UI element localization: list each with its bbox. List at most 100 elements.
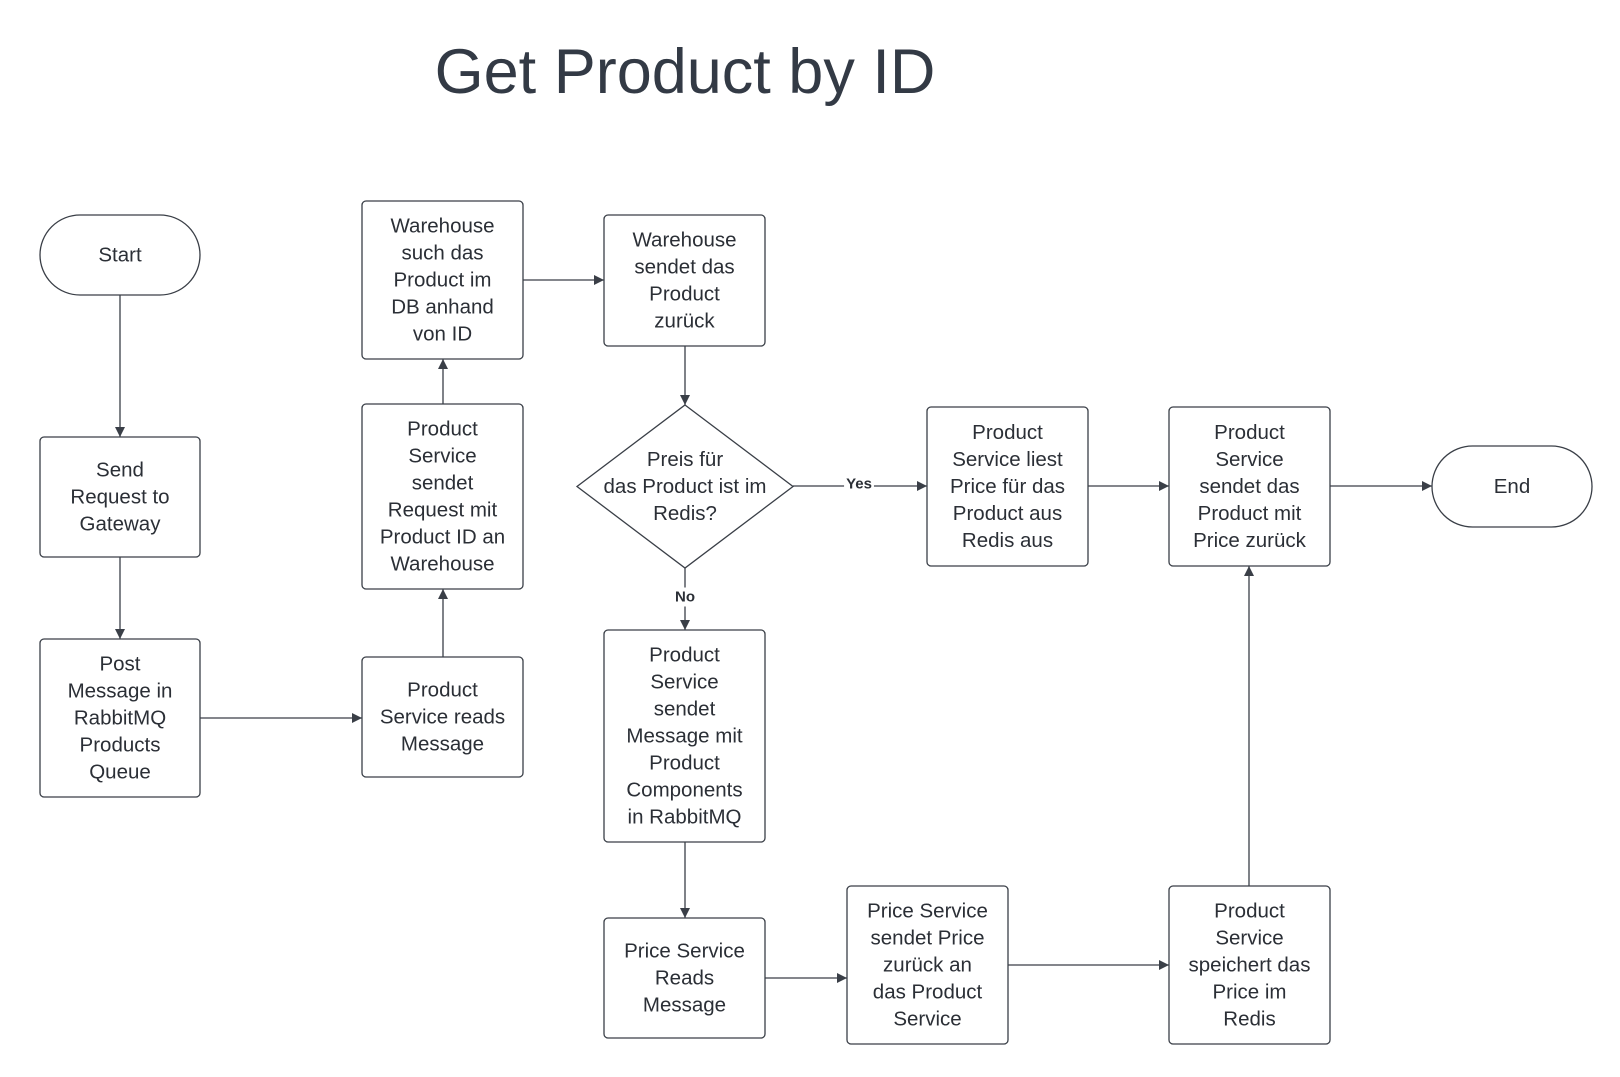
edge-label-background [673, 587, 697, 607]
diagram-title: Get Product by ID [435, 37, 936, 107]
node-end: End [1431, 445, 1593, 528]
node-label-line: Message [643, 994, 726, 1017]
node-label-line: sendet das [1199, 475, 1299, 498]
node-label: Price Service sendet Price zurück an das Pr… [867, 900, 988, 1031]
node-label-line: sendet das [634, 256, 734, 279]
terminal-shape [39, 214, 201, 296]
process-box [39, 436, 201, 558]
node-label-line: Start [98, 244, 142, 267]
node-label-line: Service [1215, 448, 1283, 471]
node-label-line: zurück an [883, 954, 972, 977]
node-label-line: such das [401, 242, 483, 265]
node-label-line: Request to [70, 486, 169, 509]
node-price-in-redis: Preis für das Product ist im Redis? [575, 404, 795, 569]
node-label-line: sendet Price [871, 927, 985, 950]
node-label-line: Reads [655, 967, 714, 990]
node-label-line: Send [96, 459, 144, 482]
node-label-line: Product [972, 421, 1043, 444]
node-label-line: Request mit [388, 499, 498, 522]
node-label-line: in RabbitMQ [628, 806, 742, 829]
node-label-line: Product [649, 752, 720, 775]
node-label-line: Price für das [950, 475, 1065, 498]
node-label-line: Product mit [1198, 502, 1302, 525]
edges-layer [115, 275, 1432, 983]
node-label-line: Product [1214, 900, 1285, 923]
node-label-line: Price im [1212, 981, 1286, 1004]
node-label-line: Price zurück [1193, 529, 1307, 552]
node-start: Start [39, 214, 201, 296]
node-price-sends-back: Price Service sendet Price zurück an das Pr… [846, 885, 1009, 1045]
node-label-line: sendet [412, 472, 474, 495]
node-label: End [1494, 475, 1530, 498]
node-label-line: Redis [1223, 1008, 1275, 1031]
node-label-line: Product aus [953, 502, 1062, 525]
node-label: Preis für das Product ist im Redis? [604, 448, 767, 525]
node-label-line: Service [408, 445, 476, 468]
node-label-line: Price Service [867, 900, 988, 923]
node-label-line: Warehouse [390, 215, 494, 238]
node-label-line: Service [650, 671, 718, 694]
process-box [1168, 885, 1331, 1045]
node-label-line: das Product [873, 981, 983, 1004]
edge-label-no: No [675, 589, 695, 606]
process-box [361, 403, 524, 590]
decision-diamond [575, 404, 795, 569]
node-label-line: Product [649, 644, 720, 667]
node-label-line: zurück [654, 310, 715, 333]
node-label-line: Warehouse [390, 553, 494, 576]
process-box [603, 214, 766, 347]
node-label-line: Gateway [80, 513, 162, 536]
node-label-line: Redis aus [962, 529, 1053, 552]
node-label-line: Service [893, 1008, 961, 1031]
node-label-line: das Product ist im [604, 475, 767, 498]
node-label-line: Price Service [624, 940, 745, 963]
node-label-line: Service reads [380, 706, 505, 729]
process-box [603, 917, 766, 1039]
node-label-line: Product [1214, 421, 1285, 444]
node-label-line: End [1494, 475, 1530, 498]
node-label-line: Redis? [653, 502, 717, 525]
node-label-line: DB anhand [391, 296, 494, 319]
process-box [39, 638, 201, 798]
node-label-line: Products [80, 734, 161, 757]
process-box [846, 885, 1009, 1045]
node-label-line: Product [407, 679, 478, 702]
node-label-line: Product [649, 283, 720, 306]
process-box [926, 406, 1089, 567]
node-label-line: Post [99, 653, 140, 676]
process-box [1168, 406, 1331, 567]
node-label-line: RabbitMQ [74, 707, 166, 730]
node-label-line: Service [1215, 927, 1283, 950]
node-label: Start [98, 244, 142, 267]
process-box [361, 200, 524, 360]
node-label-line: sendet [654, 698, 716, 721]
node-label-line: von ID [413, 323, 472, 346]
node-label-line: Service liest [952, 448, 1063, 471]
node-label-line: Message mit [626, 725, 743, 748]
edge-label-background [844, 474, 874, 494]
process-box [603, 629, 766, 843]
node-label-line: Product ID an [380, 526, 505, 549]
node-label-line: Preis für [647, 448, 723, 471]
